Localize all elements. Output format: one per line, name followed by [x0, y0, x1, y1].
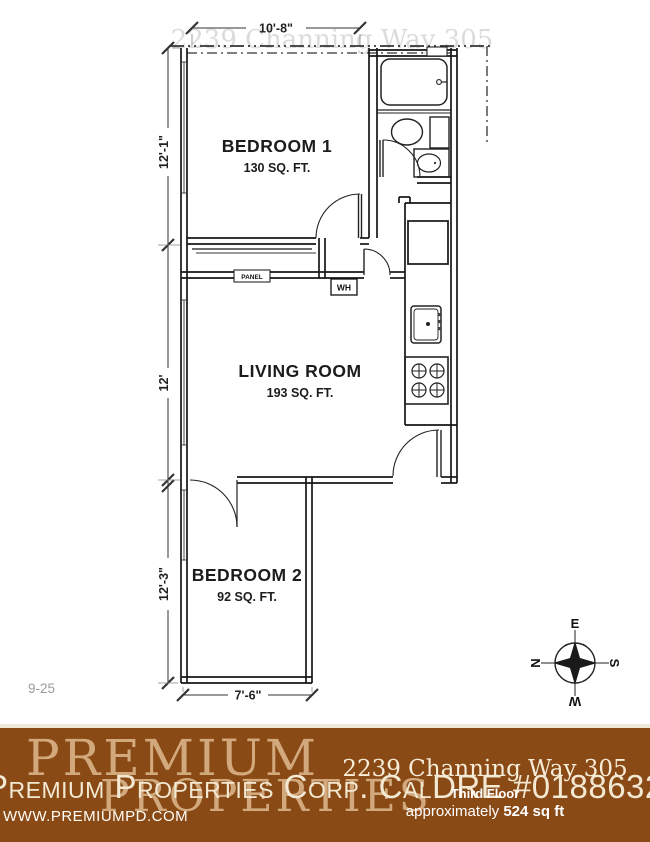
compass-west: W: [568, 694, 581, 709]
window-glazing: [181, 61, 187, 561]
company-license-line: Premium Properties Corp. CalDRE #0188632…: [0, 768, 650, 805]
compass-east: E: [571, 616, 580, 631]
floorplan-drawing: 2239 Channing Way 305: [28, 21, 622, 709]
listing-address: 2239 Channing Way 305: [342, 756, 628, 782]
closet-slider-icon: [192, 248, 316, 254]
dimension-left-lower: 12'-3": [157, 567, 171, 601]
refrigerator-icon: [407, 220, 449, 265]
website-url: WWW.PREMIUMPD.COM: [3, 808, 189, 825]
listing-area: approximately 524 sq ft: [340, 803, 630, 820]
toilet-icon: [390, 116, 450, 149]
panel-label: PANEL: [241, 274, 263, 281]
room-label-livingroom: LIVING ROOM 193 SQ. FT.: [238, 361, 361, 400]
listing-info-block: 2239 Channing Way 305 Third Floor approx…: [340, 756, 630, 820]
livingroom-name: LIVING ROOM: [238, 361, 361, 381]
bedroom2-name: BEDROOM 2: [192, 565, 302, 585]
water-heater-label: WH: [337, 283, 351, 293]
branding-banner: PREMIUM PROPERTIES Premium Properties Co…: [0, 724, 650, 842]
room-label-bedroom1: BEDROOM 1 130 SQ. FT.: [222, 136, 332, 175]
bathroom-sink-icon: [413, 148, 450, 178]
dimension-top: 10'-8": [259, 22, 293, 36]
bedroom1-area: 130 SQ. FT.: [244, 161, 311, 175]
dimension-left-upper: 12'-1": [157, 135, 171, 169]
bathtub-icon: [377, 46, 451, 114]
compass-south: S: [607, 659, 622, 668]
door-swings: [189, 139, 442, 528]
balcony-dashed-lines: [170, 45, 490, 142]
listing-area-prefix: approximately: [405, 803, 504, 820]
compass-rose-icon: E N S W: [528, 616, 622, 709]
watermark-properties: PROPERTIES: [100, 771, 432, 822]
compass-north: N: [528, 658, 543, 667]
watermark-premium: PREMIUM: [26, 729, 320, 787]
bedroom1-name: BEDROOM 1: [222, 136, 332, 156]
page-note: 9-25: [28, 681, 55, 696]
dimension-left-middle: 12': [157, 375, 171, 392]
walls: [180, 48, 458, 684]
room-label-bedroom2: BEDROOM 2 92 SQ. FT.: [192, 565, 302, 604]
dimension-lines: [158, 21, 367, 702]
water-heater-box: WH: [330, 278, 358, 296]
panel-box: PANEL: [233, 269, 271, 283]
dimension-bottom: 7'-6": [235, 689, 262, 703]
stove-icon: [404, 356, 449, 405]
listing-area-value: 524 sq ft: [503, 803, 565, 820]
livingroom-area: 193 SQ. FT.: [267, 386, 334, 400]
bedroom2-area: 92 SQ. FT.: [217, 590, 277, 604]
listing-floor: Third Floor: [450, 786, 520, 801]
kitchen-sink-icon: [410, 305, 442, 344]
